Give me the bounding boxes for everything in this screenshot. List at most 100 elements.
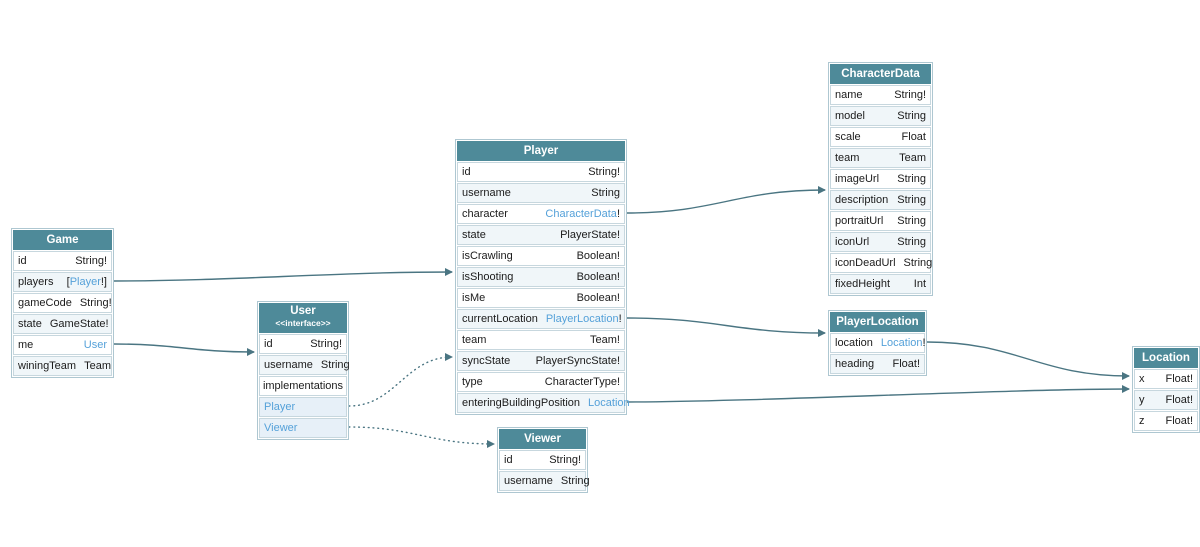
- type-link-User[interactable]: User: [83, 339, 107, 351]
- section-label: implementations: [262, 380, 344, 392]
- field-name: username: [504, 475, 553, 487]
- field-row-game-players[interactable]: players [Player!]: [13, 272, 112, 292]
- type-link-Location[interactable]: Location: [880, 337, 923, 349]
- field-type: Float: [901, 131, 926, 143]
- field-name: syncState: [462, 355, 511, 367]
- field-type: Float!: [1165, 415, 1193, 427]
- field-name: id: [462, 166, 471, 178]
- type-link-CharacterData[interactable]: CharacterData: [545, 208, 617, 220]
- field-name: y: [1139, 394, 1145, 406]
- field-type: Team!: [590, 334, 620, 346]
- field-type: String: [897, 236, 926, 248]
- field-type: String: [320, 359, 350, 371]
- implementation-link[interactable]: Player: [264, 401, 296, 413]
- table-header-viewer[interactable]: Viewer: [499, 429, 586, 449]
- type-link-PlayerLocation[interactable]: PlayerLocation: [545, 313, 619, 325]
- field-name: x: [1139, 373, 1145, 385]
- table-header-user[interactable]: User<<interface>>: [259, 303, 347, 333]
- field-row-user-Viewer[interactable]: Viewer: [259, 418, 347, 438]
- field-row-player-enteringBuildingPosition[interactable]: enteringBuildingPosition Location: [457, 393, 630, 413]
- field-name: username: [264, 359, 313, 371]
- field-type[interactable]: CharacterData!: [545, 205, 620, 223]
- type-link-Player[interactable]: Player: [69, 276, 101, 288]
- field-row-user-implementations: implementations: [259, 376, 347, 396]
- field-row-user-username[interactable]: username String: [259, 355, 350, 375]
- field-name: model: [835, 110, 865, 122]
- table-header-location[interactable]: Location: [1134, 348, 1198, 368]
- field-row-user-Player[interactable]: Player: [259, 397, 347, 417]
- field-name: portraitUrl: [835, 215, 884, 227]
- table-header-player[interactable]: Player: [457, 141, 625, 161]
- field-type: String!: [894, 89, 926, 101]
- field-type[interactable]: [Player!]: [67, 273, 107, 291]
- table-header-characterdata[interactable]: CharacterData: [830, 64, 931, 84]
- edge-player-currentlocation-to-playerlocation: [626, 317, 826, 337]
- table-header-game[interactable]: Game: [13, 230, 112, 250]
- field-name: enteringBuildingPosition: [462, 397, 581, 409]
- edge-player-character-to-characterdata: [626, 186, 826, 214]
- field-name: players: [18, 276, 54, 288]
- field-type[interactable]: User: [84, 336, 107, 354]
- implementation-link[interactable]: Viewer: [264, 422, 298, 434]
- field-name: imageUrl: [835, 173, 880, 185]
- field-name: iconUrl: [835, 236, 870, 248]
- field-type[interactable]: Location: [588, 394, 630, 412]
- field-row-characterdata-iconUrl[interactable]: iconUrl String: [830, 232, 931, 252]
- field-type[interactable]: Location!: [881, 334, 926, 352]
- table-header-playerlocation[interactable]: PlayerLocation: [830, 312, 925, 332]
- type-suffix: !: [922, 337, 926, 349]
- field-type: CharacterType!: [544, 376, 620, 388]
- type-link-Location[interactable]: Location: [588, 397, 630, 409]
- field-type: String!: [588, 166, 620, 178]
- field-name: id: [504, 454, 513, 466]
- table-subtitle: <<interface>>: [275, 318, 331, 328]
- field-row-player-id[interactable]: id String!: [457, 162, 625, 182]
- table-title: PlayerLocation: [836, 316, 919, 328]
- field-type[interactable]: PlayerLocation!: [546, 310, 622, 328]
